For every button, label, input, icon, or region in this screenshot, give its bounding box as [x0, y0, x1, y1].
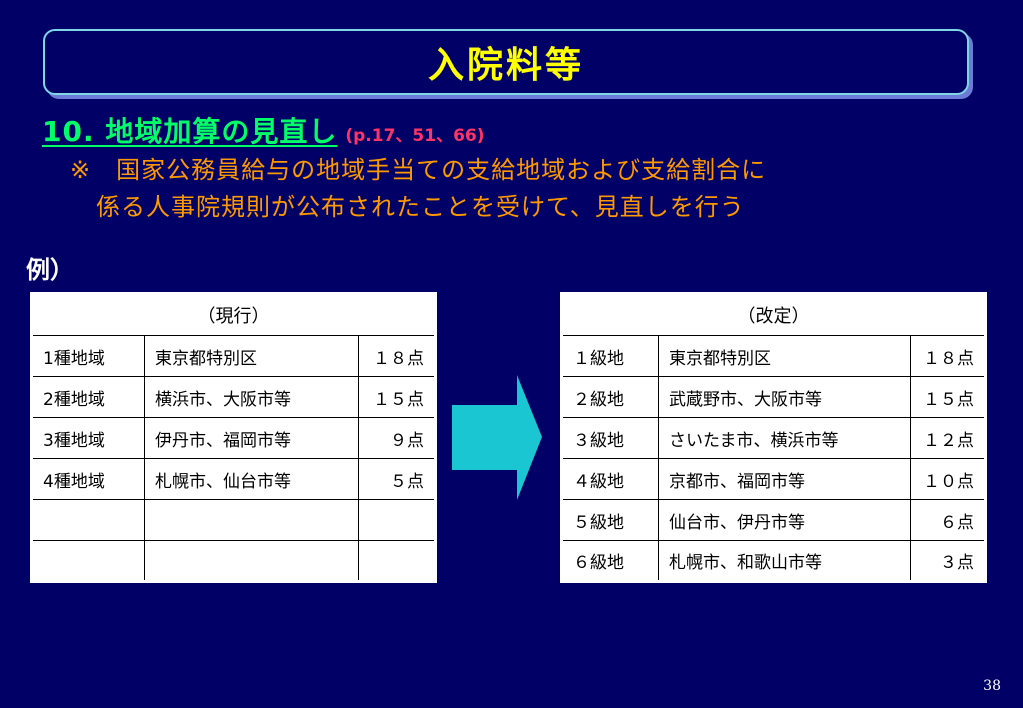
cities-cell: [144, 499, 359, 541]
note-text: ※ 国家公務員給与の地域手当ての支給地域および支給割合に 係る人事院規則が公布さ…: [70, 152, 970, 226]
table-header: （改定）: [561, 293, 986, 336]
table-row: [31, 540, 436, 582]
points-cell: １８点: [358, 335, 436, 377]
points-cell: １２点: [910, 417, 986, 459]
cities-cell: 武蔵野市、大阪市等: [658, 376, 911, 418]
table-header-row: （改定）: [561, 293, 986, 336]
grade-cell: 4種地域: [31, 458, 145, 500]
points-cell: １８点: [910, 335, 986, 377]
table-row: ２級地 武蔵野市、大阪市等 １５点: [561, 376, 986, 418]
grade-cell: 1種地域: [31, 335, 145, 377]
table-header: （現行）: [31, 293, 436, 336]
grade-cell: [31, 499, 145, 541]
points-cell: １５点: [358, 376, 436, 418]
slide-title: 入院料等: [427, 45, 584, 86]
table-row: 1種地域 東京都特別区 １８点: [31, 335, 436, 377]
cities-cell: 東京都特別区: [144, 335, 359, 377]
grade-cell: ２級地: [561, 376, 659, 418]
table-row: ６級地 札幌市、和歌山市等 ３点: [561, 540, 986, 582]
points-cell: １５点: [910, 376, 986, 418]
note-line-2: 係る人事院規則が公布されたことを受けて、見直しを行う: [96, 193, 745, 221]
grade-cell: ３級地: [561, 417, 659, 459]
points-cell: ６点: [910, 499, 986, 541]
points-cell: ９点: [358, 417, 436, 459]
table-row: ５級地 仙台市、伊丹市等 ６点: [561, 499, 986, 541]
points-cell: [358, 499, 436, 541]
grade-cell: ４級地: [561, 458, 659, 500]
cities-cell: 伊丹市、福岡市等: [144, 417, 359, 459]
title-box: 入院料等: [43, 29, 969, 95]
cities-cell: 札幌市、仙台市等: [144, 458, 359, 500]
current-table: （現行） 1種地域 東京都特別区 １８点 2種地域 横浜市、大阪市等 １５点 3…: [30, 292, 437, 583]
section-heading: 10. 地域加算の見直し: [42, 115, 338, 148]
table-row: 4種地域 札幌市、仙台市等 ５点: [31, 458, 436, 500]
grade-cell: １級地: [561, 335, 659, 377]
grade-cell: 2種地域: [31, 376, 145, 418]
page-number: 38: [983, 678, 1001, 694]
table-row: １級地 東京都特別区 １８点: [561, 335, 986, 377]
grade-cell: ５級地: [561, 499, 659, 541]
cities-cell: 京都市、福岡市等: [658, 458, 911, 500]
revised-table: （改定） １級地 東京都特別区 １８点 ２級地 武蔵野市、大阪市等 １５点 ３級…: [560, 292, 987, 583]
cities-cell: 札幌市、和歌山市等: [658, 540, 911, 582]
grade-cell: [31, 540, 145, 582]
cities-cell: さいたま市、横浜市等: [658, 417, 911, 459]
grade-cell: ６級地: [561, 540, 659, 582]
grade-cell: 3種地域: [31, 417, 145, 459]
table-row: ４級地 京都市、福岡市等 １０点: [561, 458, 986, 500]
table-row: [31, 499, 436, 541]
table-header-row: （現行）: [31, 293, 436, 336]
page-references: (p.17、51、66): [345, 126, 485, 146]
points-cell: ５点: [358, 458, 436, 500]
table-row: ３級地 さいたま市、横浜市等 １２点: [561, 417, 986, 459]
table-row: 3種地域 伊丹市、福岡市等 ９点: [31, 417, 436, 459]
cities-cell: [144, 540, 359, 582]
example-label: 例）: [26, 256, 74, 284]
cities-cell: 東京都特別区: [658, 335, 911, 377]
cities-cell: 横浜市、大阪市等: [144, 376, 359, 418]
section-heading-row: 10. 地域加算の見直し (p.17、51、66): [42, 110, 485, 150]
cities-cell: 仙台市、伊丹市等: [658, 499, 911, 541]
points-cell: [358, 540, 436, 582]
table-row: 2種地域 横浜市、大阪市等 １５点: [31, 376, 436, 418]
note-line-1: ※ 国家公務員給与の地域手当ての支給地域および支給割合に: [70, 156, 767, 184]
points-cell: ３点: [910, 540, 986, 582]
right-arrow-icon: [452, 375, 542, 500]
points-cell: １０点: [910, 458, 986, 500]
